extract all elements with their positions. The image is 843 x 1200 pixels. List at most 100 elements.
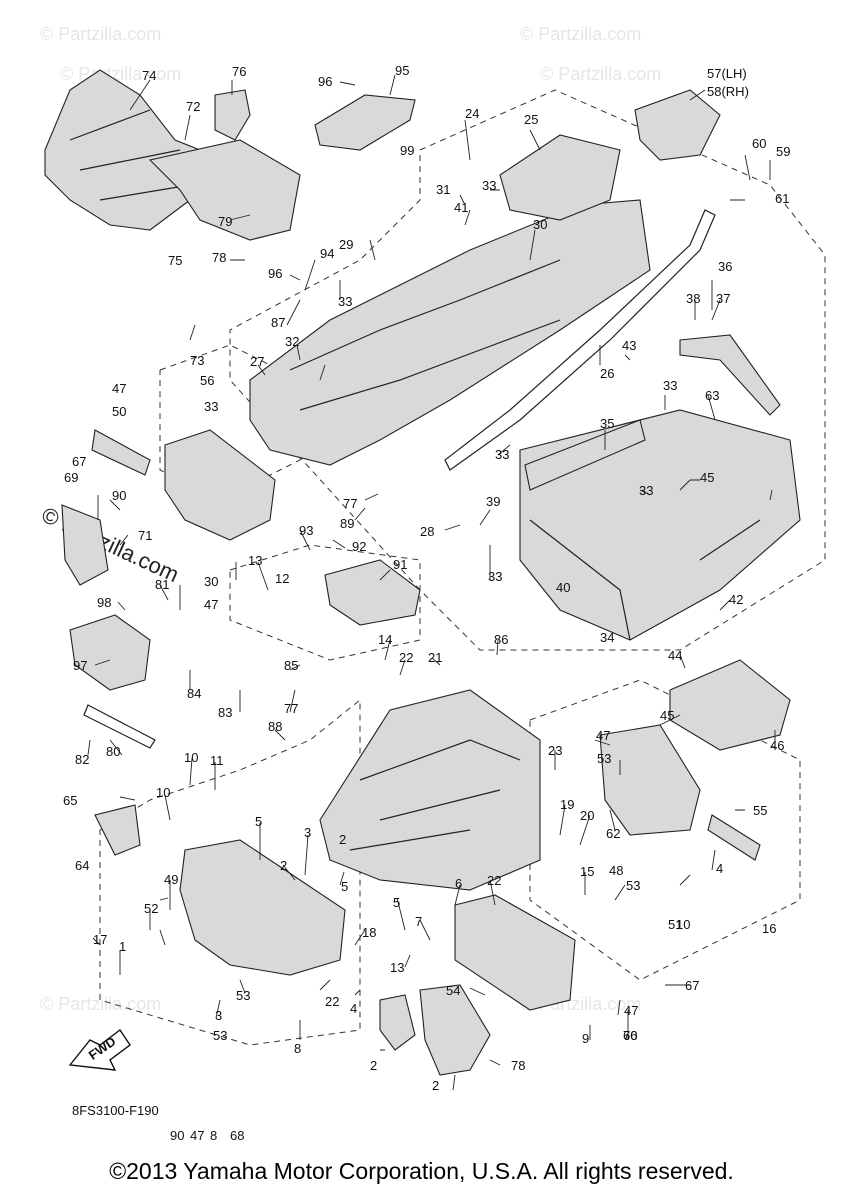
bracket-47-50	[91, 429, 151, 476]
rod-80	[83, 704, 156, 749]
callout-7: 7	[415, 914, 422, 929]
callout-83: 83	[218, 705, 232, 720]
callout-53: 53	[213, 1028, 227, 1043]
spindle-bracket	[179, 839, 346, 976]
callout-9: 9	[582, 1031, 589, 1046]
callout-17: 17	[93, 932, 107, 947]
callout-5: 5	[341, 879, 348, 894]
callout-66: 66	[623, 1028, 637, 1043]
callout-22: 22	[487, 873, 501, 888]
callout-65: 65	[63, 793, 77, 808]
callout-6: 6	[455, 876, 462, 891]
callout-33: 33	[338, 294, 352, 309]
bracket-76	[214, 89, 251, 141]
callout-93: 93	[299, 523, 313, 538]
pad-91	[324, 559, 421, 626]
watermark-top-right: © Partzilla.com	[520, 24, 641, 44]
callout-99: 99	[400, 143, 414, 158]
callout-2: 2	[432, 1078, 439, 1093]
callout-4: 4	[350, 1001, 357, 1016]
lower-assembly-boundary	[99, 698, 361, 1046]
bracket-62	[599, 724, 701, 836]
callout-64: 64	[75, 858, 89, 873]
callout-52: 52	[144, 901, 158, 916]
callout-3: 3	[215, 1008, 222, 1023]
callout-45: 45	[660, 708, 674, 723]
bracket-63	[164, 429, 276, 541]
tunnel-frame	[249, 199, 651, 466]
front-frame-detail	[349, 739, 521, 851]
callout-47: 47	[190, 1128, 204, 1143]
bracket-57-58	[634, 89, 721, 161]
callout-61: 61	[775, 191, 789, 206]
callout-53: 53	[626, 878, 640, 893]
callout-11: 11	[210, 753, 224, 768]
callout-60: 60	[752, 136, 766, 151]
callout-54: 54	[446, 983, 460, 998]
callout-13: 13	[248, 553, 262, 568]
callout-57lh: 57(LH)	[707, 66, 747, 81]
callout-4: 4	[716, 861, 723, 876]
callout-16: 16	[762, 921, 776, 936]
handle-36	[679, 334, 781, 416]
callout-97: 97	[73, 658, 87, 673]
callout-36: 36	[718, 259, 732, 274]
callout-91: 91	[393, 557, 407, 572]
cover-plate-95	[314, 94, 416, 151]
skid-plate-44	[669, 659, 791, 751]
callout-77: 77	[284, 701, 298, 716]
callout-80: 80	[106, 744, 120, 759]
copyright-notice: ©2013 Yamaha Motor Corporation, U.S.A. A…	[109, 1158, 734, 1184]
callout-20: 20	[580, 808, 594, 823]
callout-71: 71	[138, 528, 152, 543]
bracket-70	[379, 994, 416, 1051]
leader-lines	[87, 74, 776, 1091]
callout-14: 14	[378, 632, 392, 647]
frame-assembly-boundary	[229, 89, 826, 651]
callout-12: 12	[275, 571, 289, 586]
callout-62: 62	[606, 826, 620, 841]
callout-33: 33	[488, 569, 502, 584]
callout-21: 21	[428, 650, 442, 665]
callout-13: 13	[390, 960, 404, 975]
callout-68: 68	[230, 1128, 244, 1143]
callout-30: 30	[204, 574, 218, 589]
callout-8: 8	[210, 1128, 217, 1143]
callout-19: 19	[560, 797, 574, 812]
callout-84: 84	[187, 686, 201, 701]
hood-panel	[44, 69, 201, 231]
callout-85: 85	[284, 658, 298, 673]
cover-97	[69, 614, 151, 691]
callout-32: 32	[285, 334, 299, 349]
callout-74: 74	[142, 68, 156, 83]
callout-44: 44	[668, 648, 682, 663]
callout-53: 53	[236, 988, 250, 1003]
fwd-arrow-icon: FWD	[68, 1028, 131, 1071]
callout-30: 30	[533, 217, 547, 232]
upper-left-boundary	[159, 344, 301, 501]
callout-89: 89	[340, 516, 354, 531]
callout-33: 33	[204, 399, 218, 414]
callout-2: 2	[339, 832, 346, 847]
callout-92: 92	[352, 539, 366, 554]
rear-assembly-boundary	[529, 679, 801, 981]
callout-55: 55	[753, 803, 767, 818]
callout-47: 47	[596, 728, 610, 743]
callout-43: 43	[622, 338, 636, 353]
callout-67: 67	[72, 454, 86, 469]
watermark-top-right-2: © Partzilla.com	[540, 64, 661, 84]
callout-22: 22	[325, 994, 339, 1009]
diagram-code: 8FS3100-F190	[72, 1103, 159, 1118]
callout-48: 48	[609, 863, 623, 878]
watermark-bottom-left: © Partzilla.com	[40, 994, 161, 1014]
callout-49: 49	[164, 872, 178, 887]
pad-assembly-boundary	[229, 544, 421, 661]
bracket-64	[94, 804, 141, 856]
callout-22: 22	[399, 650, 413, 665]
callout-38: 38	[686, 291, 700, 306]
callout-10: 10	[676, 917, 690, 932]
callout-10: 10	[184, 750, 198, 765]
callout-98: 98	[97, 595, 111, 610]
callout-46: 46	[770, 738, 784, 753]
